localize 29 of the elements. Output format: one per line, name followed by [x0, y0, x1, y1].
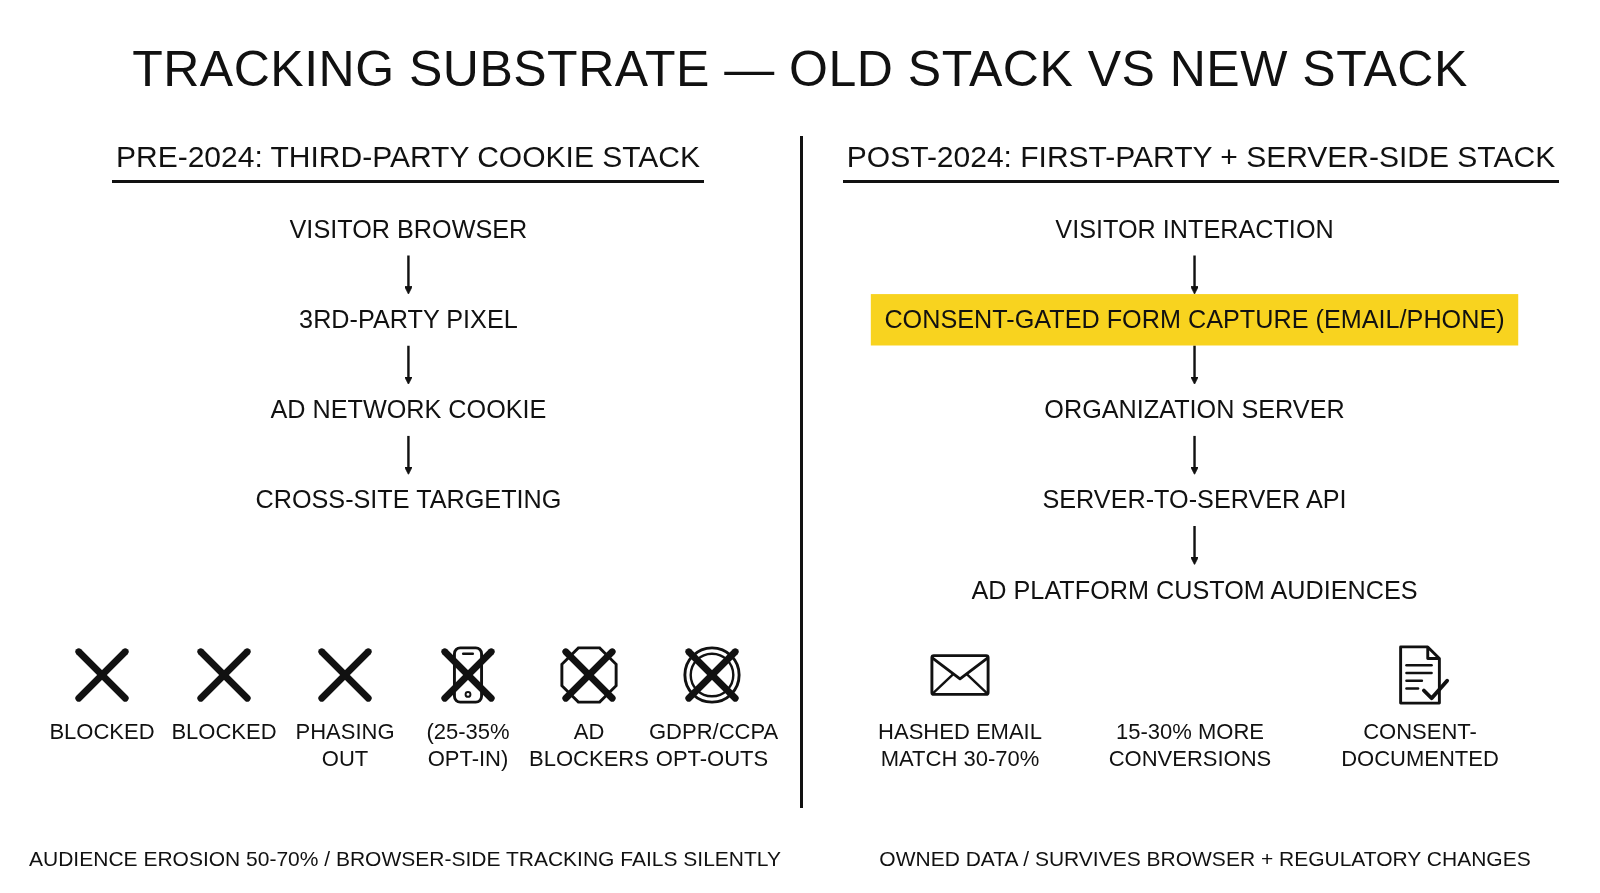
node-label: VISITOR BROWSER	[289, 214, 527, 244]
arrow	[403, 435, 413, 475]
icon-caption: BLOCKED	[49, 718, 155, 745]
summary-note: AUDIENCE EROSION 50-70% / BROWSER-SIDE TRACKING FAILS SILENTLY	[29, 846, 781, 872]
node-label: CROSS-SITE TARGETING	[255, 485, 561, 515]
icon-caption: AD BLOCKERS	[529, 718, 649, 772]
diagram-title: TRACKING SUBSTRATE — OLD STACK VS NEW STACK	[132, 40, 1468, 99]
icon-caption: PHASING OUT	[294, 718, 396, 772]
arrow	[1189, 435, 1199, 475]
arrow	[1189, 345, 1199, 385]
node-label: SERVER-TO-SERVER API	[1042, 485, 1347, 515]
icon-caption: CONSENT-DOCUMENTED	[1340, 718, 1500, 772]
node-label: ORGANIZATION SERVER	[1043, 394, 1345, 425]
flow-step: AD PLATFORM CUSTOM AUDIENCES	[957, 564, 1431, 617]
flow-step: CONSENT-GATED FORM CAPTURE (EMAIL/PHONE)	[870, 294, 1518, 346]
icon-caption: BLOCKED	[171, 718, 277, 745]
icon-caption: (25-35% OPT-IN)	[425, 718, 511, 772]
arrow	[403, 255, 413, 295]
icon-caption: HASHED EMAIL MATCH 30-70%	[877, 718, 1043, 772]
arrow	[403, 345, 413, 385]
arrow	[1189, 255, 1199, 295]
icon-caption: 15-30% MORE CONVERSIONS	[1107, 718, 1273, 772]
node-label: VISITOR INTERACTION	[1054, 214, 1334, 244]
node-label: AD NETWORK COOKIE	[269, 394, 546, 425]
section-heading: PRE-2024: THIRD-PARTY COOKIE STACK	[111, 138, 705, 183]
node-label: 3RD-PARTY PIXEL	[298, 304, 518, 334]
section-heading: POST-2024: FIRST-PARTY + SERVER-SIDE STACK	[842, 138, 1560, 183]
summary-note: OWNED DATA / SURVIVES BROWSER + REGULATORY CHANGES	[879, 846, 1531, 872]
arrow	[1189, 525, 1199, 566]
